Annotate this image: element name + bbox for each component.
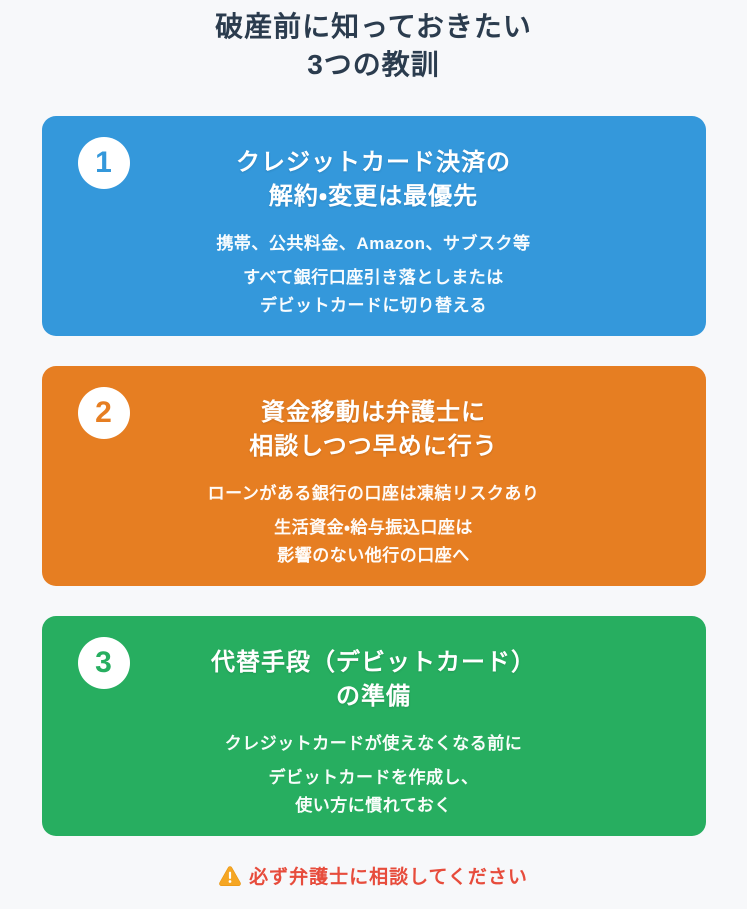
number-badge-2-value: 2 (95, 396, 112, 429)
number-badge-1: 1 (77, 137, 130, 189)
card-2-title-line1: 資金移動は弁護士に (261, 399, 486, 426)
card-1-title-line1: クレジットカード決済の (236, 149, 511, 176)
number-badge-2: 2 (77, 387, 130, 439)
page-title: 破産前に知っておきたい 3つの教訓 (0, 8, 747, 84)
footer-warning: 必ず弁護士に相談してください (0, 862, 747, 889)
number-badge-3: 3 (77, 637, 130, 689)
card-1-title: クレジットカード決済の 解約・変更は最優先 (82, 146, 666, 214)
card-1-body-para2-line2: デビットカードに切り替える (260, 296, 487, 315)
card-3-body: クレジットカードが使えなくなる前に デビットカードを作成し、 使い方に慣れておく (82, 730, 666, 820)
page-title-line1: 破産前に知っておきたい (215, 11, 532, 42)
card-2-body-para2-line1: 生活資金・給与振込口座は (274, 518, 473, 537)
card-1-body: 携帯、公共料金、Amazon、サブスク等 すべて銀行口座引き落としまたは デビッ… (82, 230, 666, 320)
card-1-body-para1: 携帯、公共料金、Amazon、サブスク等 (216, 234, 531, 253)
card-3-body-para1: クレジットカードが使えなくなる前に (224, 734, 523, 753)
card-3-body-para2-line1: デビットカードを作成し、 (268, 768, 479, 787)
card-2-title-line2: 相談しつつ早めに行う (249, 433, 498, 460)
card-2-body-para2-line2: 影響のない他行の口座へ (277, 546, 470, 565)
number-badge-3-value: 3 (95, 646, 112, 679)
card-1-body-para2-line1: すべて銀行口座引き落としまたは (243, 268, 504, 287)
lesson-card-3: 3 代替手段（デビットカード） の準備 クレジットカードが使えなくなる前に デビ… (41, 616, 706, 836)
card-2-body-para1: ローンがある銀行の口座は凍結リスクあり (207, 484, 540, 503)
lesson-card-2: 2 資金移動は弁護士に 相談しつつ早めに行う ローンがある銀行の口座は凍結リスク… (41, 366, 706, 586)
lesson-card-1: 1 クレジットカード決済の 解約・変更は最優先 携帯、公共料金、Amazon、サ… (41, 116, 706, 336)
lesson-card-list: 1 クレジットカード決済の 解約・変更は最優先 携帯、公共料金、Amazon、サ… (41, 116, 706, 836)
footer-warning-text: 必ず弁護士に相談してください (249, 867, 528, 888)
card-2-body: ローンがある銀行の口座は凍結リスクあり 生活資金・給与振込口座は 影響のない他行… (82, 480, 666, 570)
number-badge-1-value: 1 (95, 146, 112, 179)
card-3-title: 代替手段（デビットカード） の準備 (82, 646, 666, 714)
card-2-title: 資金移動は弁護士に 相談しつつ早めに行う (82, 396, 666, 464)
card-3-title-line1: 代替手段（デビットカード） (211, 649, 536, 676)
warning-triangle-icon (219, 865, 241, 886)
card-3-body-para2-line2: 使い方に慣れておく (295, 796, 452, 815)
card-1-title-line2: 解約・変更は最優先 (268, 183, 479, 210)
page-title-line2: 3つの教訓 (307, 49, 440, 80)
card-3-title-line2: の準備 (336, 683, 411, 710)
